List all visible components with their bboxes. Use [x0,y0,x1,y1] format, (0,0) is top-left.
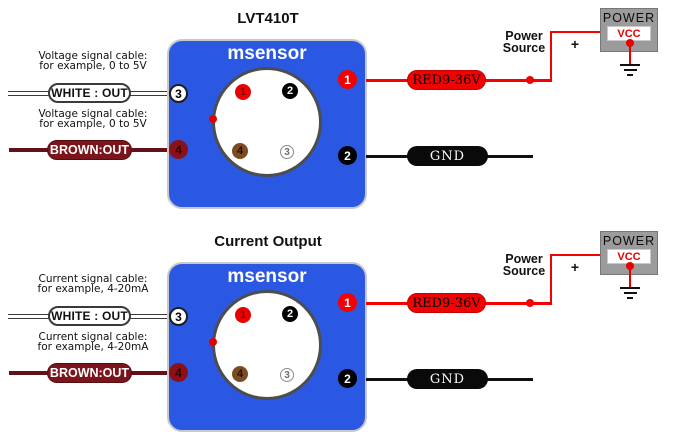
edge-pin-3: 3 [169,84,188,103]
connector-pin-3: 3 [280,368,294,382]
sensor-brand: msensor [227,43,307,64]
power-source-label: Power Source [492,29,556,55]
note-line: Voltage signal cable: [38,108,148,120]
sensor-brand: msensor [227,266,307,287]
white-cable-tag: WHITE : OUT [48,306,131,326]
connector-pin-1: 1 [235,307,251,323]
earth-ground-icon [620,286,640,300]
edge-pin-4: 4 [169,140,188,159]
current-cable-note-top: Current signal cable: for example, 4-20m… [23,273,163,295]
note-line: for example, 4-20mA [37,283,149,295]
connector-pin-2: 2 [282,306,298,322]
red-cable-tag: RED9-36V [407,293,486,313]
connector-pin-3: 3 [280,145,294,159]
plus-sign: + [570,259,580,275]
edge-pin-1: 1 [338,293,357,312]
vcc-junction-dot [626,262,634,270]
red-wire-vertical [550,254,552,304]
vcc-junction-dot [626,39,634,47]
red-wire-horizontal [550,254,601,256]
power-source-line: Power [505,29,543,43]
connector-pin-4: 4 [232,143,248,159]
white-cable-tag: WHITE : OUT [48,83,131,103]
power-source-label: Power Source [492,252,556,278]
edge-pin-2: 2 [338,369,357,388]
brown-cable-tag: BROWN:OUT [47,140,132,160]
red-wire-junction-dot [526,76,534,84]
connector-face [212,290,322,400]
connector-face [212,67,322,177]
note-line: Current signal cable: [38,273,148,285]
vcc-ground-wire [629,43,631,65]
vcc-ground-wire [629,266,631,288]
power-supply-box: POWER VCC [600,231,658,275]
edge-pin-1: 1 [338,70,357,89]
red-wire-junction-dot [526,299,534,307]
connector-key-dot [209,338,217,346]
connector-pin-1: 1 [235,84,251,100]
edge-pin-3: 3 [169,307,188,326]
note-line: for example, 4-20mA [37,341,149,353]
earth-ground-icon [620,63,640,77]
power-source-line: Source [502,40,546,55]
voltage-output-diagram: LVT410T Voltage signal cable: for exampl… [8,8,658,209]
diagram-title: LVT410T [237,10,299,27]
current-cable-note-bottom: Current signal cable: for example, 4-20m… [23,331,163,353]
edge-pin-4: 4 [169,363,188,382]
edge-pin-2: 2 [338,146,357,165]
voltage-cable-note-top: Voltage signal cable: for example, 0 to … [23,50,163,72]
connector-pin-2: 2 [282,83,298,99]
vcc-terminal: VCC [607,26,651,41]
note-line: Voltage signal cable: [38,50,148,62]
note-line: Current signal cable: [38,331,148,343]
voltage-cable-note-bottom: Voltage signal cable: for example, 0 to … [23,108,163,130]
plus-sign: + [570,36,580,52]
connector-pin-4: 4 [232,366,248,382]
red-cable-tag: RED9-36V [407,70,486,90]
note-line: for example, 0 to 5V [39,60,147,72]
gnd-cable-tag: GND [407,146,488,166]
current-output-diagram: Current Output Current signal cable: for… [0,223,680,440]
power-source-line: Power [505,252,543,266]
red-wire-horizontal [550,31,601,33]
connector-key-dot [209,115,217,123]
note-line: for example, 0 to 5V [39,118,147,130]
diagram-title: Current Output [214,233,322,250]
red-wire-vertical [550,31,552,81]
gnd-cable-tag: GND [407,369,488,389]
brown-cable-tag: BROWN:OUT [47,363,132,383]
power-box-title: POWER [602,11,656,25]
power-source-line: Source [502,263,546,278]
power-box-title: POWER [602,234,656,248]
